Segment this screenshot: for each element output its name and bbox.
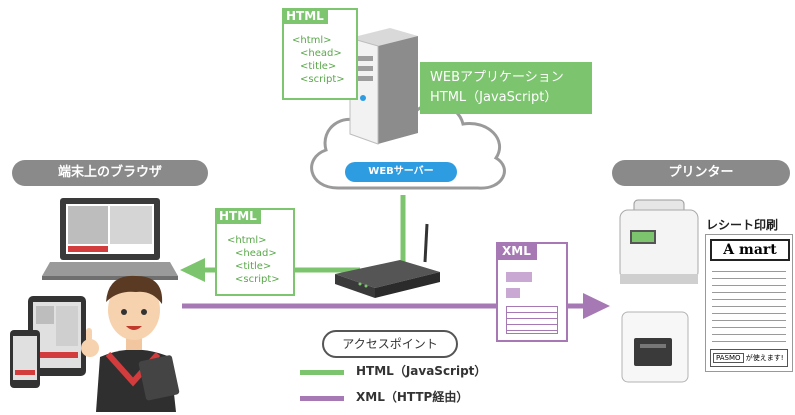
- webserver-label: WEBサーバー: [345, 162, 457, 182]
- router-icon: [335, 223, 440, 298]
- receipt-card-box: PASMO が使えます!: [710, 349, 788, 367]
- webapp-box: WEBアプリケーション HTML（JavaScript）: [420, 62, 592, 114]
- receipt-title: レシート印刷: [706, 218, 779, 232]
- legend-swatch-html: [300, 370, 344, 375]
- access-point-label: アクセスポイント: [322, 330, 458, 358]
- server-icon: [349, 28, 418, 145]
- green-arrow-head: [180, 258, 205, 282]
- doc-line: <html>: [227, 235, 267, 246]
- html-doc-tag: HTML: [282, 8, 328, 24]
- html-document-mid: HTML <html> <head> <title> <script>: [215, 208, 295, 296]
- html-document-top: HTML <html> <head> <title> <script>: [282, 8, 358, 100]
- doc-line: <title>: [300, 61, 337, 72]
- doc-line: <script>: [235, 274, 280, 285]
- legend-label-xml: XML（HTTP経由）: [356, 390, 469, 404]
- doc-line: <head>: [300, 48, 342, 59]
- browser-label: 端末上のブラウザ: [12, 160, 208, 186]
- doc-line: <title>: [235, 261, 272, 272]
- phone-icon: [10, 330, 40, 388]
- laptop-icon: [42, 198, 178, 280]
- receipt-card-logo: PASMO: [713, 353, 744, 363]
- receipt-store-name: A mart: [710, 239, 790, 261]
- doc-line: <head>: [235, 248, 277, 259]
- webapp-line1: WEBアプリケーション: [430, 70, 564, 85]
- webapp-line2: HTML（JavaScript）: [430, 90, 558, 105]
- legend-swatch-xml: [300, 396, 344, 401]
- receipt-card-footer: が使えます!: [745, 354, 784, 362]
- xml-doc-tag: XML: [496, 242, 537, 260]
- receipt-image: A mart PASMO が使えます!: [705, 234, 793, 372]
- staff-person-icon: [81, 275, 180, 412]
- printer-label: プリンター: [612, 160, 790, 186]
- tablet-icon: [28, 296, 86, 376]
- doc-line: <html>: [292, 35, 332, 46]
- printer-icon-2: [621, 311, 689, 383]
- purple-arrow-head: [583, 293, 610, 319]
- xml-document: XML: [496, 242, 568, 342]
- legend-label-html: HTML（JavaScript）: [356, 364, 487, 378]
- doc-line: <script>: [300, 74, 345, 85]
- html-doc-tag: HTML: [215, 208, 261, 224]
- printer-icon-1: [619, 199, 699, 284]
